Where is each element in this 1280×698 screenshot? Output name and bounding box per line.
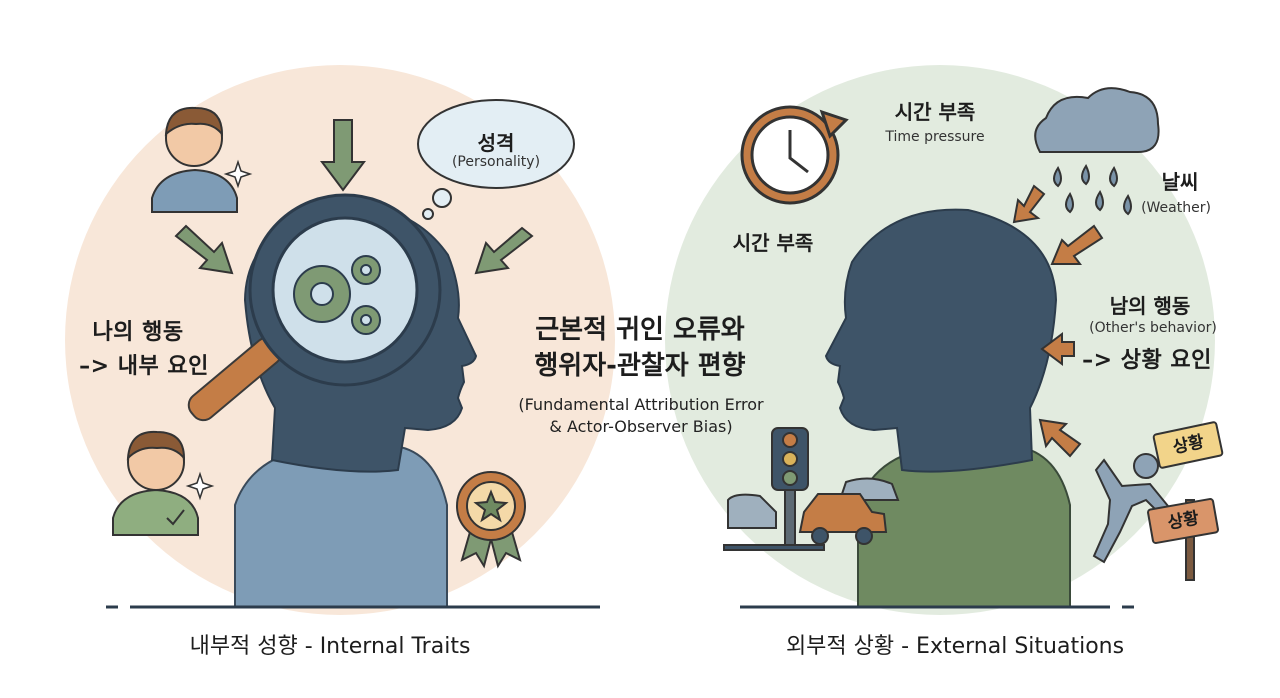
own-behavior-label: 나의 행동 (92, 320, 184, 345)
rain-cloud-icon (1034, 87, 1160, 216)
external-situations-caption: 외부적 상황 - External Situations (785, 634, 1125, 659)
sparkle-icon (185, 471, 215, 501)
other-behavior-en-label: (Other's behavior) (1089, 320, 1217, 336)
clock-icon (740, 105, 849, 205)
arrow-to-head-left-icon (174, 224, 234, 275)
weather-en-label: (Weather) (1141, 200, 1211, 216)
personality-label: 성격 (477, 131, 515, 155)
center-subtitle-line2: & Actor-Observer Bias) (549, 417, 733, 436)
award-badge-icon (456, 471, 526, 569)
thought-cloud (417, 99, 575, 220)
arrow-weather-icon (1012, 184, 1104, 265)
personality-en-label: (Personality) (451, 154, 541, 170)
internal-traits-caption: 내부적 성향 - Internal Traits (189, 634, 471, 659)
time-pressure-en: Time pressure (885, 129, 985, 145)
avatar-bottom (112, 430, 199, 536)
arrow-behavior-icon (1038, 332, 1082, 458)
traffic-light-icon (771, 427, 809, 551)
situational-factor-label: –> 상황 요인 (1082, 348, 1212, 373)
center-title-line2: 행위자-관찰자 편향 (534, 351, 746, 381)
other-behavior-ko-label: 남의 행동 (1109, 294, 1191, 318)
falling-person-icon (1092, 453, 1170, 564)
down-arrow-icon (320, 119, 366, 192)
weather-ko-label: 날씨 (1161, 170, 1199, 194)
time-pressure-ko-left: 시간 부족 (732, 231, 814, 255)
gears-icon (293, 255, 381, 335)
avatar-top (151, 106, 238, 213)
arrow-to-head-right-icon (474, 226, 534, 275)
sparkle-icon (223, 159, 253, 189)
center-subtitle-line1: (Fundamental Attribution Error (518, 395, 764, 414)
center-title-line1: 근본적 귀인 오류와 (535, 315, 745, 345)
situation-signs (1147, 421, 1224, 581)
time-pressure-ko-top: 시간 부족 (894, 100, 976, 124)
internal-factor-label: –> 내부 요인 (79, 354, 209, 379)
car-icons (723, 477, 900, 551)
